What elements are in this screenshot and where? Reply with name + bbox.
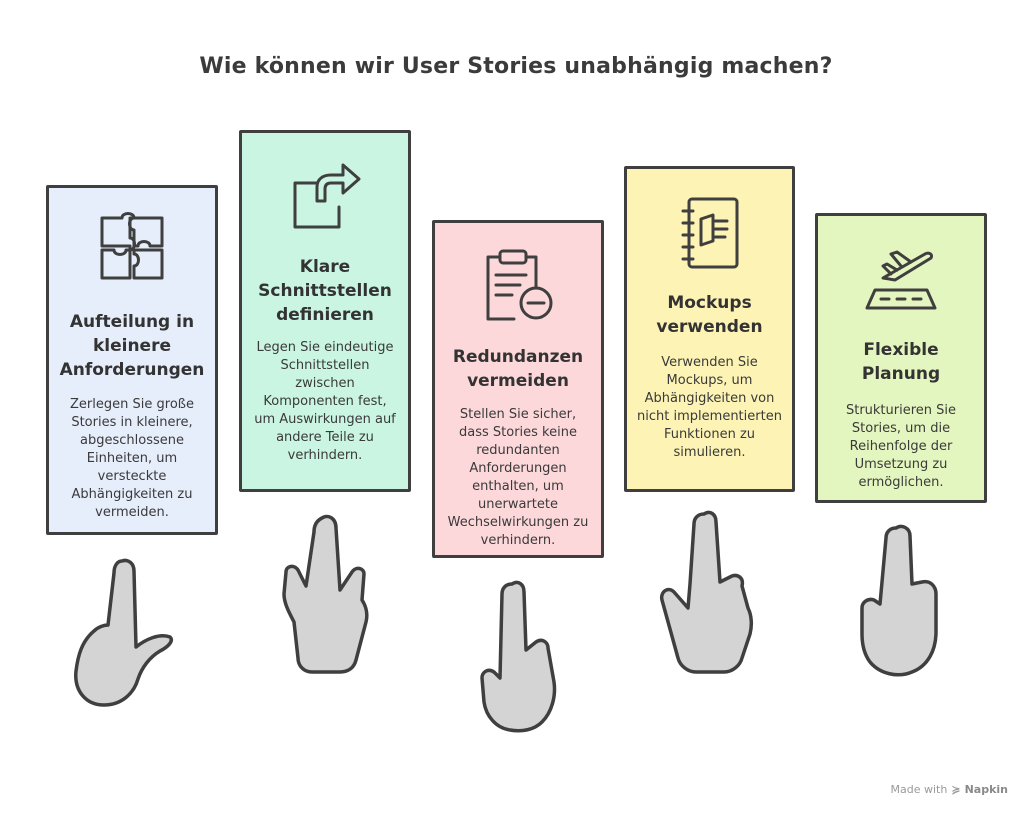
card-redundanzen: Redundanzen vermeiden Stellen Sie sicher… [432, 220, 604, 558]
card-planung: Flexible Planung Strukturieren Sie Stori… [815, 213, 987, 503]
pointing-hand-icon [480, 580, 557, 733]
card-description: Zerlegen Sie große Stories in kleinere, … [70, 397, 194, 520]
pointing-hand-icon [659, 510, 754, 674]
card-description: Strukturieren Sie Stories, um die Reihen… [845, 403, 957, 490]
export-arrow-icon [293, 163, 361, 229]
diagram-title: Wie können wir User Stories unabhängig m… [199, 54, 833, 79]
card-description: Verwenden Sie Mockups, um Abhängigkeiten… [637, 355, 782, 460]
napkin-logo-icon: ≽ [951, 783, 961, 796]
card-heading: Flexible Planung [861, 340, 941, 384]
notebook-icon [681, 197, 738, 269]
card-description: Legen Sie eindeutige Schnittstellen zwis… [254, 340, 396, 463]
card-aufteilung: Aufteilung in kleinere Anforderungen Zer… [46, 185, 218, 535]
card-heading: Redundanzen vermeiden [452, 347, 584, 391]
card-mockups: Mockups verwenden Verwenden Sie Mockups,… [624, 166, 795, 492]
made-with-label: Made with [890, 783, 948, 796]
puzzle-icon [100, 212, 164, 280]
pointing-hand-icon [74, 558, 173, 707]
plane-runway-icon [865, 250, 937, 310]
card-schnittstellen: Klare Schnittstellen definieren Legen Si… [239, 130, 411, 492]
card-heading: Aufteilung in kleinere Anforderungen [59, 312, 205, 380]
card-heading: Mockups verwenden [656, 293, 763, 337]
brand-name: Napkin [964, 783, 1008, 796]
clipboard-minus-icon [486, 249, 553, 321]
pointing-hand-icon [860, 524, 938, 677]
card-heading: Klare Schnittstellen definieren [258, 257, 392, 325]
pointing-hand-icon [282, 514, 369, 674]
card-description: Stellen Sie sicher, dass Stories keine r… [447, 407, 589, 548]
footer-credit: Made with ≽ Napkin [891, 783, 1008, 796]
